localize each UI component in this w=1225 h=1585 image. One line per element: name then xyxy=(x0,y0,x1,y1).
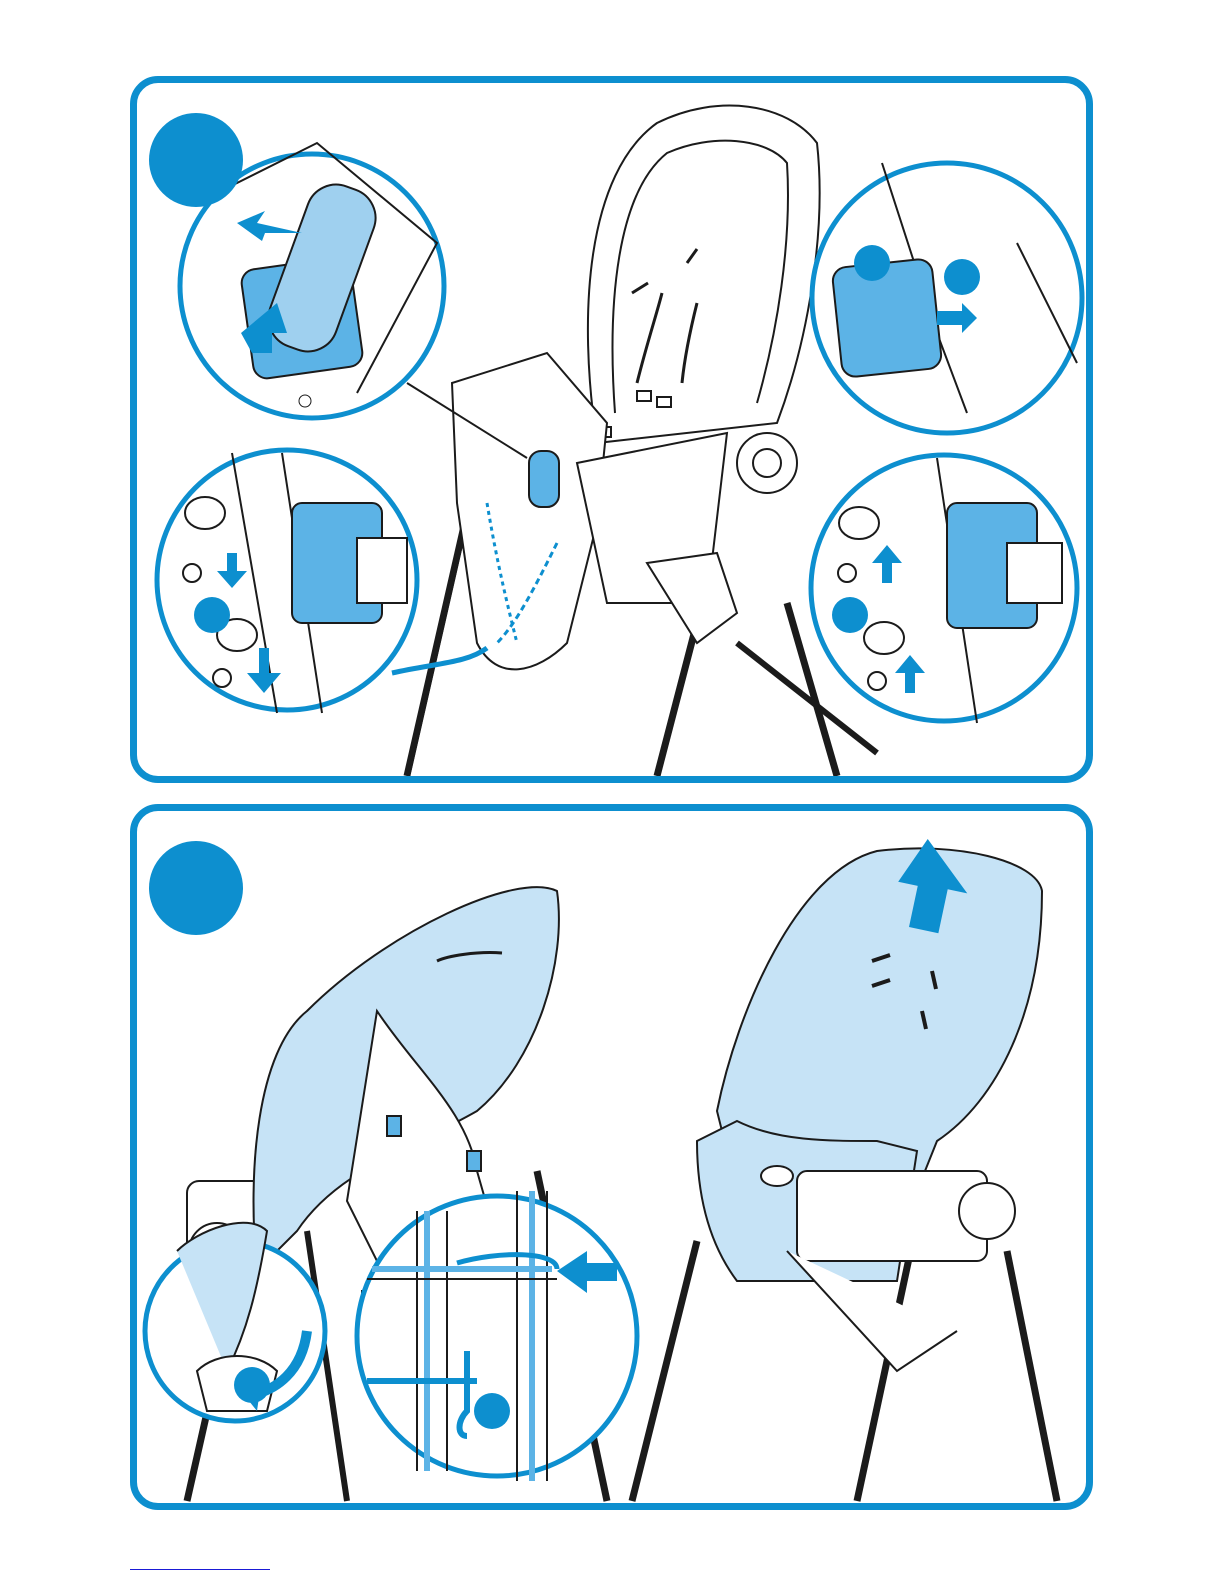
cap-icon xyxy=(185,497,225,529)
marker-d-icon xyxy=(832,597,868,633)
marker-b-icon xyxy=(944,259,980,295)
step-badge-2 xyxy=(149,841,243,935)
step-badge-1 xyxy=(149,113,243,207)
callout-screw-removal-left xyxy=(157,450,417,713)
marker-c-icon xyxy=(194,597,230,633)
step-1-illustration xyxy=(137,83,1086,776)
callout-screw-insert-right xyxy=(811,455,1077,723)
step-panel-1 xyxy=(130,76,1093,783)
screw-icon xyxy=(183,564,201,582)
footer-link-underline[interactable] xyxy=(130,1569,270,1570)
callout-strap-threading xyxy=(357,1191,637,1481)
callout-cover-hook-release xyxy=(145,1223,325,1421)
step-2-illustration xyxy=(137,811,1086,1503)
step-panel-2 xyxy=(130,804,1093,1510)
callout-cover-clip xyxy=(812,163,1082,433)
marker-a-icon xyxy=(854,245,890,281)
